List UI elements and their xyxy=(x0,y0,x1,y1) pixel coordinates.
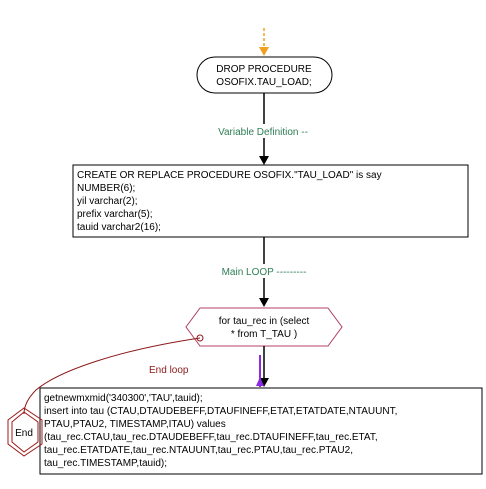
body-line-5: tau_rec.ETATDATE,tau_rec.NTAUUNT,tau_rec… xyxy=(44,445,353,456)
body-line-6: tau_rec.TIMESTAMP,tauid); xyxy=(44,458,167,469)
end-loop-label: End loop xyxy=(149,365,189,376)
body-line-1: getnewmxmid('340300','TAU',tauid); xyxy=(44,393,203,404)
loop-back-arrow xyxy=(256,355,264,387)
end-node[interactable]: End xyxy=(7,407,43,457)
drop-procedure-line-1: DROP PROCEDURE xyxy=(216,64,312,75)
loop-line-2: * from T_TAU ) xyxy=(231,329,297,340)
body-line-3: PTAU,PTAU2, TIMESTAMP,ITAU) values xyxy=(44,419,226,430)
loop-line-1: for tau_rec in (select xyxy=(219,316,310,327)
for-loop-node[interactable]: for tau_rec in (select * from T_TAU ) xyxy=(185,307,343,347)
end-loop-line xyxy=(23,337,201,415)
drop-procedure-node[interactable]: DROP PROCEDURE OSOFIX.TAU_LOAD; xyxy=(196,56,333,94)
end-node-label: End xyxy=(15,428,33,439)
flow-arrow-3 xyxy=(259,346,269,387)
create-procedure-node[interactable]: CREATE OR REPLACE PROCEDURE OSOFIX."TAU_… xyxy=(72,164,469,238)
start-arrow xyxy=(259,28,269,56)
create-line-1: CREATE OR REPLACE PROCEDURE OSOFIX."TAU_… xyxy=(77,170,382,181)
body-line-2: insert into tau (CTAU,DTAUDEBEFF,DTAUFIN… xyxy=(44,406,397,417)
drop-procedure-line-2: OSOFIX.TAU_LOAD; xyxy=(216,77,311,88)
create-line-5: tauid varchar2(16); xyxy=(77,222,161,233)
create-line-4: prefix varchar(5); xyxy=(77,209,153,220)
main-loop-label: Main LOOP --------- xyxy=(222,267,307,278)
create-line-3: yil varchar(2); xyxy=(77,196,138,207)
loop-body-node[interactable]: getnewmxmid('340300','TAU',tauid); inser… xyxy=(39,387,483,475)
create-line-2: NUMBER(6); xyxy=(77,183,135,194)
body-line-4: (tau_rec.CTAU,tau_rec.DTAUDEBEFF,tau_rec… xyxy=(44,432,378,443)
variable-definition-label: Variable Definition -- xyxy=(218,127,308,138)
